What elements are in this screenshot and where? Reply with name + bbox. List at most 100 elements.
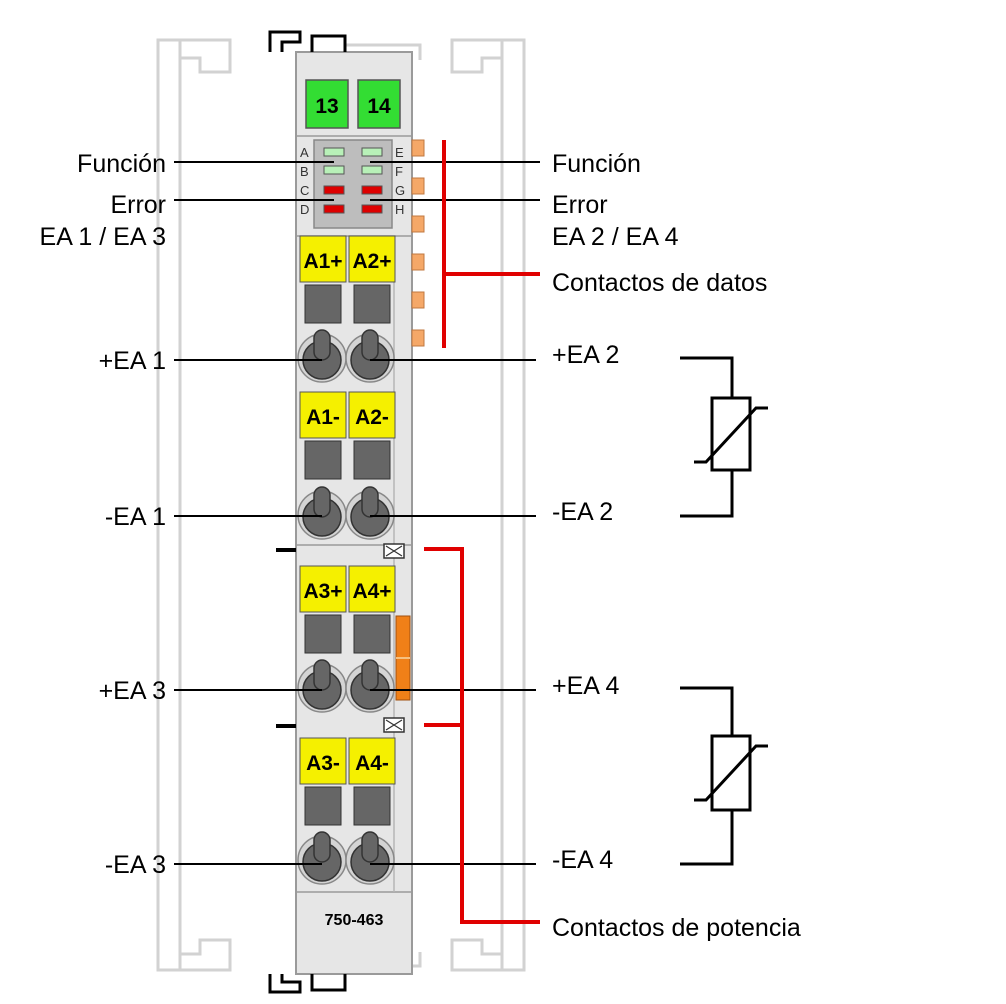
clip-bottom	[268, 974, 347, 994]
label-mea3: -EA 3	[105, 851, 166, 879]
led-f-green	[361, 165, 383, 175]
tag-a3-plus	[299, 565, 347, 613]
rtd-2-slash	[694, 744, 768, 802]
label-mea4: -EA 4	[552, 846, 613, 874]
tag-a4-minus	[348, 737, 396, 785]
rail-left-bottom	[158, 938, 232, 972]
tag-a1-minus	[299, 391, 347, 439]
led-panel: A B C D E F G H	[300, 139, 405, 229]
label-error-right: Error	[552, 191, 608, 219]
label-pea4: +EA 4	[552, 672, 620, 700]
label-mea2: -EA 2	[552, 498, 613, 526]
label-contactos-datos: Contactos de datos	[552, 269, 767, 297]
label-ea24: EA 2 / EA 4	[552, 223, 679, 251]
led-e-green	[361, 147, 383, 157]
clamp-tab-7	[313, 831, 331, 863]
power-jumper-bottom	[383, 717, 405, 733]
release-slot-4[interactable]	[353, 440, 391, 480]
led-b-green	[323, 165, 345, 175]
led-letter-d: D	[300, 202, 309, 217]
label-pea1: +EA 1	[99, 347, 166, 375]
release-slot-6[interactable]	[353, 614, 391, 654]
rtd-1-slash	[694, 406, 768, 464]
release-slot-8[interactable]	[353, 786, 391, 826]
label-pea3: +EA 3	[99, 677, 166, 705]
label-error-left: Error	[110, 191, 166, 219]
data-contacts	[411, 139, 425, 347]
led-letter-a: A	[300, 145, 309, 160]
rtd-1-upper-lead	[680, 356, 734, 398]
channel-block-3: A3+ A4+	[297, 565, 396, 713]
led-g-red	[361, 185, 383, 195]
top-terminal-14: 14	[357, 79, 401, 129]
tag-a2-minus	[348, 391, 396, 439]
clamp-tab-5	[313, 659, 331, 691]
tag-a2-minus-label: A2-	[355, 406, 389, 429]
release-slot-5[interactable]	[304, 614, 342, 654]
right-leaders	[370, 161, 540, 865]
terminal-13-label: 13	[315, 95, 338, 118]
left-leaders	[174, 161, 334, 865]
rtd-2-lower-lead	[680, 810, 734, 866]
channel-block-4: A3- A4-	[297, 737, 396, 885]
rail-right-bottom	[450, 938, 524, 972]
clamp-tab-4	[361, 486, 379, 518]
terminal-14-label: 14	[367, 95, 391, 118]
led-a-green	[323, 147, 345, 157]
led-h-red	[361, 204, 383, 214]
release-slot-3[interactable]	[304, 440, 342, 480]
clamp-tab-6	[361, 659, 379, 691]
clamp-tab-1	[313, 329, 331, 361]
label-ea13: EA 1 / EA 3	[40, 223, 166, 251]
data-contact-1	[411, 139, 425, 157]
label-funcion-right: Función	[552, 150, 641, 178]
clamp-tab-3	[313, 486, 331, 518]
tag-a1-plus-label: A1+	[303, 250, 342, 273]
clamp-tab-2	[361, 329, 379, 361]
label-pea2: +EA 2	[552, 341, 619, 369]
data-contact-3	[411, 215, 425, 233]
terminal-13-box	[305, 79, 349, 129]
led-letter-g: G	[395, 183, 405, 198]
tag-a4-minus-label: A4-	[355, 752, 389, 775]
data-contact-4	[411, 253, 425, 271]
tag-a4-plus-label: A4+	[352, 580, 391, 603]
label-mea1: -EA 1	[105, 503, 166, 531]
rail-right-bar	[500, 38, 526, 972]
led-letter-c: C	[300, 183, 309, 198]
tag-a3-minus	[299, 737, 347, 785]
rtd-sensor-2	[680, 686, 768, 866]
rtd-sensor-1	[680, 356, 768, 518]
clip-top	[268, 30, 347, 52]
top-terminal-13: 13	[305, 79, 349, 129]
data-contact-2	[411, 177, 425, 195]
release-slot-2[interactable]	[353, 284, 391, 324]
tag-a2-plus	[348, 235, 396, 283]
din-rail-outline	[156, 38, 526, 972]
clamp-tab-8	[361, 831, 379, 863]
rail-left-top	[158, 38, 232, 74]
terminal-14-box	[357, 79, 401, 129]
model-number: 750-463	[325, 912, 384, 929]
release-slot-1[interactable]	[304, 284, 342, 324]
led-letter-b: B	[300, 164, 309, 179]
channel-block-1: A1+ A2+	[297, 235, 396, 383]
tag-a3-minus-label: A3-	[306, 752, 340, 775]
tag-a1-plus	[299, 235, 347, 283]
red-brackets	[424, 140, 540, 924]
rail-top-notch	[345, 43, 422, 60]
led-letter-f: F	[395, 164, 403, 179]
tag-a2-plus-label: A2+	[352, 250, 391, 273]
data-contact-5	[411, 291, 425, 309]
release-slot-7[interactable]	[304, 786, 342, 826]
power-jumper-top-mark	[385, 545, 403, 557]
rtd-2-upper-lead	[680, 686, 734, 736]
data-contact-6	[411, 329, 425, 347]
bracket-power-main	[424, 547, 540, 924]
led-d-red	[323, 204, 345, 214]
led-letter-h: H	[395, 202, 404, 217]
power-jumper-top	[383, 543, 405, 559]
tag-a4-plus	[348, 565, 396, 613]
